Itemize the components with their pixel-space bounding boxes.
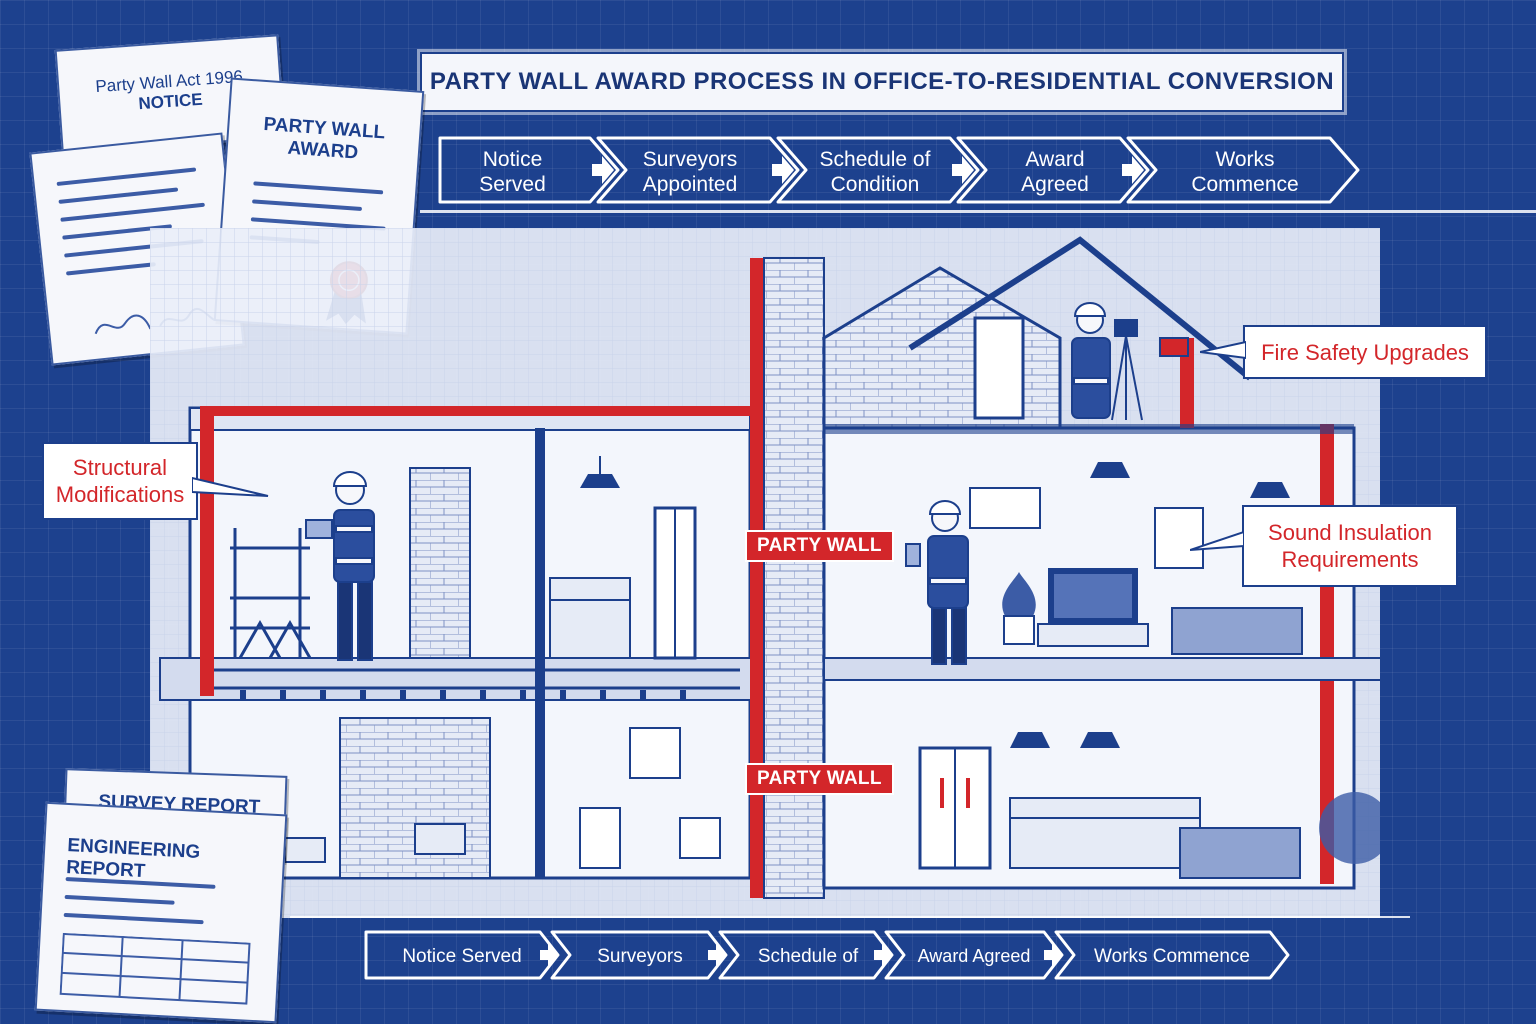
top-step-shape-1: [438, 136, 620, 204]
bottom-step-1: Notice Served: [402, 945, 522, 967]
callout-sound-pointer: [1190, 530, 1244, 551]
bottom-step-4: Award Agreed: [917, 945, 1031, 966]
worker-office: [305, 471, 375, 661]
page-title: PARTY WALL AWARD PROCESS IN OFFICE-TO-RE…: [420, 52, 1344, 112]
worker-attic: [1071, 302, 1143, 421]
party-wall-label-lower: PARTY WALL: [745, 763, 894, 795]
top-step-shape-5: [1126, 136, 1360, 204]
callout-fire-pointer: [1200, 340, 1246, 360]
divider-top: [420, 210, 1536, 213]
top-step-shape-3: [776, 136, 980, 204]
callout-fire-safety: Fire Safety Upgrades: [1243, 325, 1487, 379]
top-process-arrows: [438, 136, 1360, 204]
party-wall-label-upper: PARTY WALL: [745, 530, 894, 562]
title-text: PARTY WALL AWARD PROCESS IN OFFICE-TO-RE…: [429, 68, 1335, 95]
party-wall-column: [750, 258, 764, 898]
callout-structural-pointer: [192, 476, 269, 497]
report-table-icon: [59, 932, 251, 1005]
building-cutaway: [150, 228, 1380, 918]
worker-residential: [905, 500, 969, 665]
top-step-shape-2: [596, 136, 800, 204]
top-step-shape-4: [956, 136, 1150, 204]
bottom-step-5: Works Commence: [1094, 945, 1250, 967]
divider-bottom: [290, 916, 1410, 918]
bottom-step-3: Schedule of: [757, 945, 859, 967]
bottom-process-arrows: [364, 930, 1290, 980]
engineering-report: ENGINEERING REPORT: [34, 801, 288, 1024]
bottom-step-2: Surveyors: [597, 945, 683, 967]
